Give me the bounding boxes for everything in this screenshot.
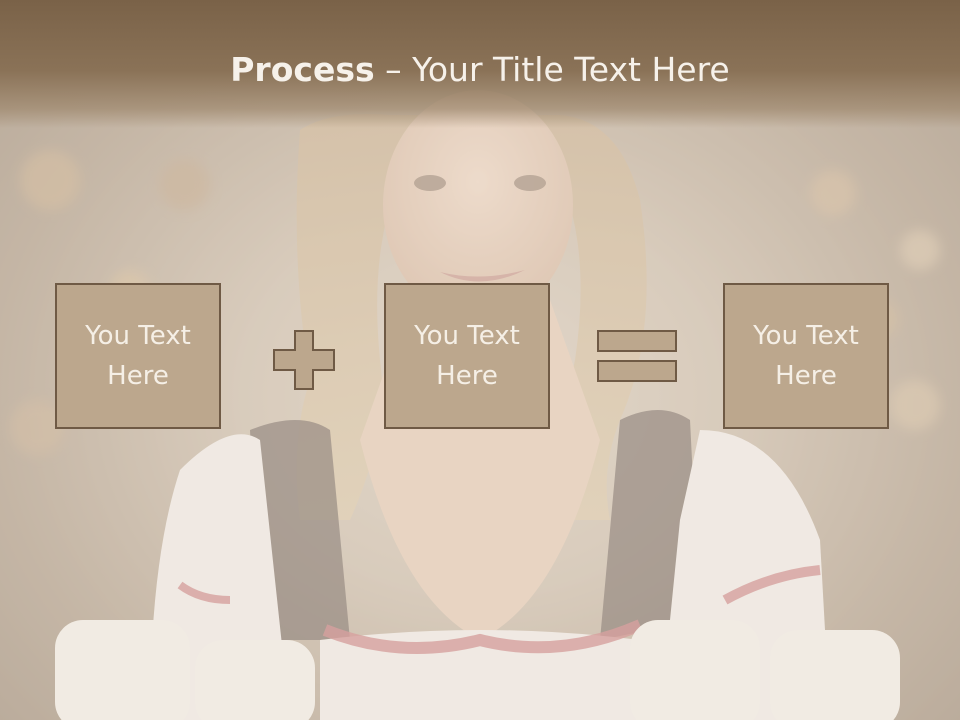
plus-icon bbox=[273, 330, 335, 390]
process-box-1[interactable]: You Text Here bbox=[55, 283, 221, 429]
title-bold: Process bbox=[230, 50, 375, 89]
process-box-3-text: You Text Here bbox=[753, 321, 859, 391]
process-box-1-text: You Text Here bbox=[85, 321, 191, 391]
slide-title: Process – Your Title Text Here bbox=[0, 50, 960, 89]
process-box-3[interactable]: You Text Here bbox=[723, 283, 889, 429]
title-band bbox=[0, 0, 960, 128]
title-rest: – Your Title Text Here bbox=[374, 50, 730, 89]
equals-icon bbox=[597, 330, 677, 382]
process-box-2-text: You Text Here bbox=[414, 321, 520, 391]
process-box-2[interactable]: You Text Here bbox=[384, 283, 550, 429]
